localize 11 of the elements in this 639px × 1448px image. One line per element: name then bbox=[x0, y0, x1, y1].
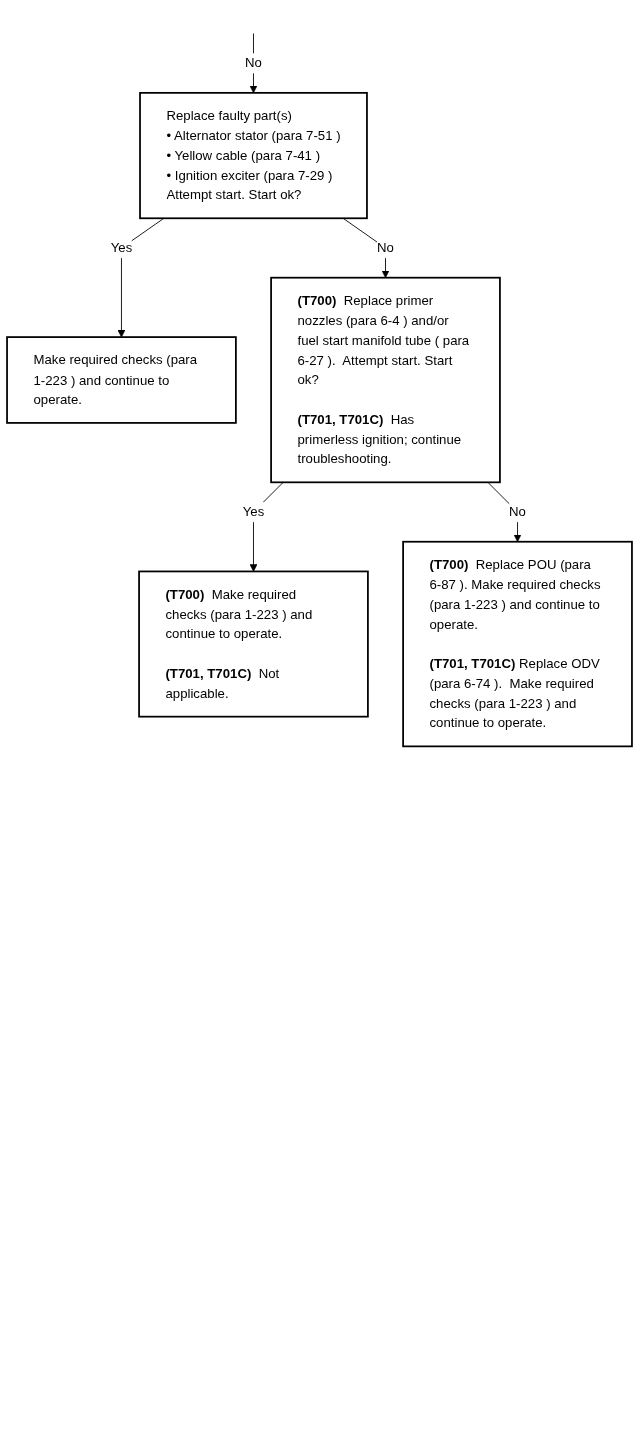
edge-label: No bbox=[245, 55, 262, 70]
edge-label: No bbox=[377, 239, 394, 255]
flowchart: No Yes No Yes No Replace faulty part(s) • Alternator stator (para 7-51 ) • Yellow cable (para 7-41 ) • Ignition exciter (para 7-29 ) Attempt start. Start ok? Make required checks (para 1-223 ) and continue to operate. (T700) Replace primer nozzles (para 6-4 ) and/or fuel start manifold tube ( para 6-27 ). Attempt start. Start ok? (T701, T701C) Has primerless ignition; continue troubleshooting. (T700) Make required checks (para 1-223 ) and continue to operate. (T701, T701C) Not applicable. (T700) Replace POU (para 6-87 ). Make required checks (para 1-223 ) and continue to operate. (T701, T701C) Replace ODV (para 6-74 ). Make required checks (para 1-223 ) and continue to operate. bbox=[0, 0, 639, 754]
node-box bbox=[139, 92, 368, 220]
edge-label: Yes bbox=[110, 239, 133, 255]
edge-label: No bbox=[509, 503, 526, 519]
edge-label: Yes bbox=[242, 503, 265, 519]
node-box bbox=[138, 570, 369, 718]
node-box bbox=[270, 276, 501, 484]
node-box bbox=[6, 336, 237, 424]
node-box bbox=[402, 540, 633, 748]
